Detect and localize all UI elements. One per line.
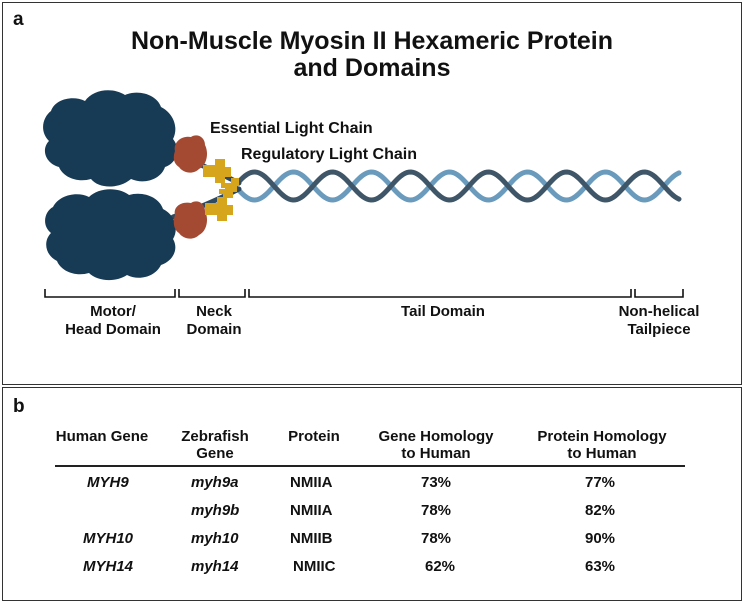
row3-protein: NMIIB bbox=[290, 530, 333, 547]
myosin-diagram bbox=[43, 90, 684, 298]
upper-essential-light-chain bbox=[173, 135, 207, 173]
tail-strand-dark bbox=[232, 169, 682, 203]
row1-human-gene: MYH9 bbox=[87, 474, 129, 491]
header-protein-homology-line1: Protein Homology bbox=[537, 428, 667, 445]
row4-protein-homology: 63% bbox=[585, 558, 616, 575]
row4-gene-homology: 62% bbox=[425, 558, 456, 575]
header-protein-homology: Protein Homology to Human bbox=[517, 428, 687, 462]
tailpiece-label-line1: Non-helical bbox=[618, 303, 700, 320]
tail-domain-bracket bbox=[248, 289, 632, 298]
header-gene-homology-line1: Gene Homology bbox=[378, 428, 494, 445]
header-rule bbox=[55, 465, 685, 467]
row4-zebrafish-gene: myh14 bbox=[191, 558, 239, 575]
header-protein: Protein bbox=[288, 428, 340, 445]
row3-human-gene: MYH10 bbox=[83, 530, 134, 547]
diagram-title-line1: Non-Muscle Myosin II Hexameric Protein bbox=[130, 27, 614, 55]
domain-brackets bbox=[44, 289, 684, 298]
row3-zebrafish-gene: myh10 bbox=[191, 530, 239, 547]
panel-b: b Human Gene Zebrafish Gene Protein Gene… bbox=[2, 387, 742, 601]
row2-protein-homology: 82% bbox=[585, 502, 616, 519]
header-protein-homology-line2: to Human bbox=[567, 445, 637, 462]
regulatory-light-chain-label: Regulatory Light Chain bbox=[241, 146, 417, 163]
row1-protein: NMIIA bbox=[290, 474, 333, 491]
row4-protein: NMIIC bbox=[293, 558, 336, 575]
row2-protein: NMIIA bbox=[290, 502, 333, 519]
motor-label-line2: Head Domain bbox=[65, 321, 161, 338]
diagram-title-line2: and Domains bbox=[293, 54, 451, 82]
lower-motor-head bbox=[45, 189, 176, 281]
motor-domain-bracket bbox=[44, 289, 176, 298]
neck-label-line2: Domain bbox=[186, 321, 242, 338]
panel-a-letter: a bbox=[13, 9, 24, 30]
row2-gene-homology: 78% bbox=[421, 502, 452, 519]
row4-human-gene: MYH14 bbox=[83, 558, 134, 575]
tailpiece-label-line2: Tailpiece bbox=[627, 321, 691, 338]
tailpiece-bracket bbox=[634, 289, 684, 298]
header-zebrafish-line2: Gene bbox=[196, 445, 234, 462]
tail-strand-light bbox=[232, 169, 682, 203]
panel-a: a Non-Muscle Myosin II Hexameric Protein… bbox=[2, 2, 742, 385]
panel-b-letter: b bbox=[13, 396, 25, 417]
row1-zebrafish-gene: myh9a bbox=[191, 474, 239, 491]
neck-domain-label: Neck Domain bbox=[179, 303, 249, 339]
row1-gene-homology: 73% bbox=[421, 474, 452, 491]
neck-domain-bracket bbox=[178, 289, 246, 298]
motor-label-line1: Motor/ bbox=[90, 303, 136, 320]
row1-protein-homology: 77% bbox=[585, 474, 616, 491]
lower-regulatory-light-chain-tip bbox=[219, 184, 237, 198]
upper-motor-head bbox=[43, 90, 178, 187]
upper-regulatory-light-chain bbox=[203, 159, 231, 183]
header-zebrafish-gene: Zebrafish Gene bbox=[175, 428, 255, 462]
tail-domain-label: Tail Domain bbox=[401, 303, 485, 320]
row3-protein-homology: 90% bbox=[585, 530, 616, 547]
header-human-gene: Human Gene bbox=[55, 428, 149, 445]
motor-head-domain-label: Motor/ Head Domain bbox=[53, 303, 173, 339]
header-zebrafish-line1: Zebrafish bbox=[181, 428, 249, 445]
nonhelical-tailpiece-label: Non-helical Tailpiece bbox=[609, 303, 709, 339]
lower-essential-light-chain bbox=[173, 201, 207, 239]
lower-regulatory-light-chain bbox=[205, 197, 233, 221]
row2-zebrafish-gene: myh9b bbox=[191, 502, 240, 519]
row3-gene-homology: 78% bbox=[421, 530, 452, 547]
essential-light-chain-label: Essential Light Chain bbox=[210, 120, 373, 137]
neck-label-line1: Neck bbox=[196, 303, 232, 320]
header-gene-homology: Gene Homology to Human bbox=[361, 428, 511, 462]
header-gene-homology-line2: to Human bbox=[401, 445, 471, 462]
